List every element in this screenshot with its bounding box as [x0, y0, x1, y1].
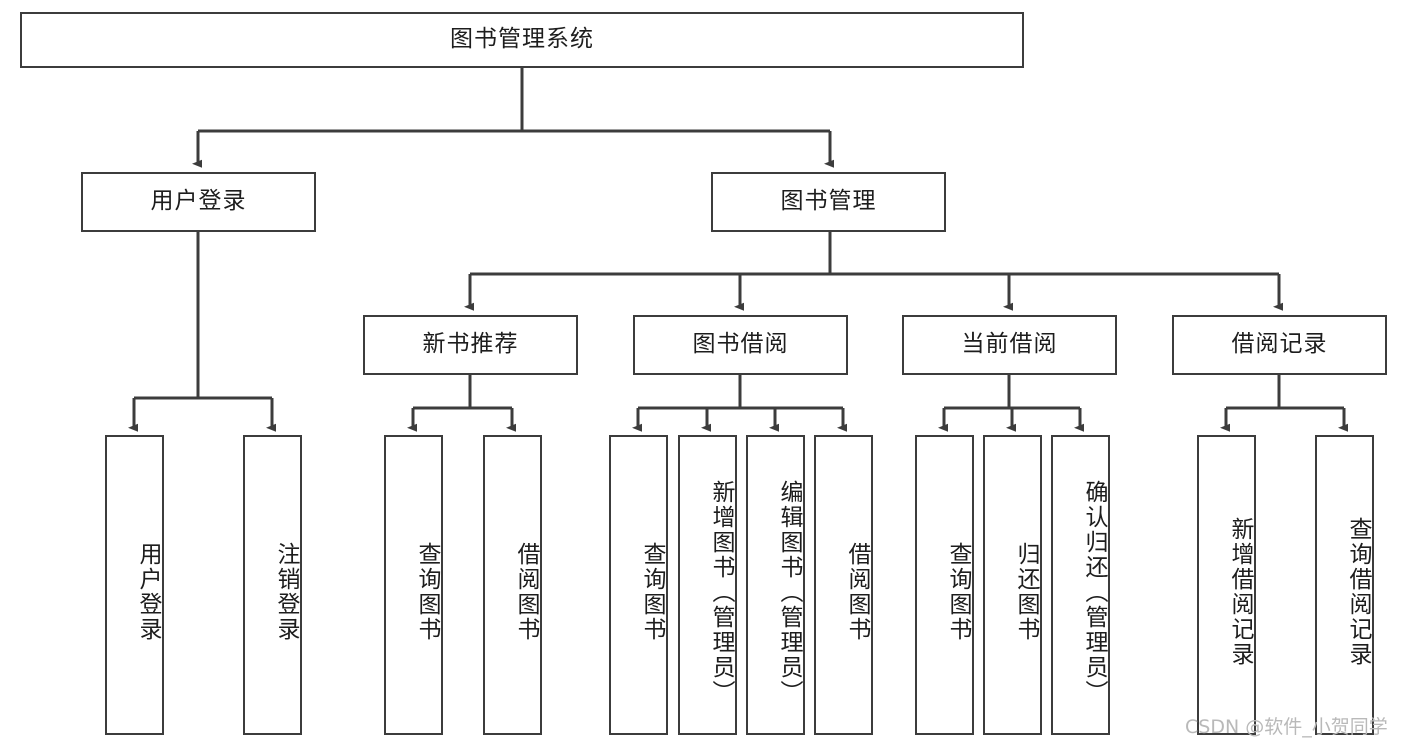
node-book-management[interactable]: 图书管理: [711, 172, 946, 232]
leaf-current-borrow-confirm-return[interactable]: 确认归还（管理员）: [1051, 435, 1110, 735]
node-current-borrow[interactable]: 当前借阅: [902, 315, 1117, 375]
leaf-current-borrow-return[interactable]: 归还图书: [983, 435, 1042, 735]
node-root-label: 图书管理系统: [450, 26, 594, 53]
csdn-watermark: CSDN @软件_小贺同学: [1185, 716, 1388, 738]
node-book-borrow[interactable]: 图书借阅: [633, 315, 848, 375]
leaf-label: 用户登录: [135, 542, 161, 642]
leaf-new-book-query[interactable]: 查询图书: [384, 435, 443, 735]
leaf-book-borrow-add[interactable]: 新增图书（管理员）: [678, 435, 737, 735]
leaf-new-book-borrow[interactable]: 借阅图书: [483, 435, 542, 735]
node-user-login[interactable]: 用户登录: [81, 172, 316, 232]
leaf-label: 借阅图书: [844, 542, 870, 642]
node-borrow-record-label: 借阅记录: [1231, 331, 1328, 358]
leaf-label: 查询图书: [414, 542, 440, 642]
node-user-login-label: 用户登录: [150, 188, 247, 215]
leaf-label: 查询图书: [639, 542, 665, 642]
leaf-user-login-signout[interactable]: 注销登录: [243, 435, 302, 735]
leaf-label: 确认归还（管理员）: [1081, 479, 1107, 705]
leaf-label: 新增图书（管理员）: [708, 479, 734, 705]
leaf-book-borrow-borrow[interactable]: 借阅图书: [814, 435, 873, 735]
leaf-borrow-record-add[interactable]: 新增借阅记录: [1197, 435, 1256, 735]
leaf-label: 查询图书: [945, 542, 971, 642]
leaf-borrow-record-query[interactable]: 查询借阅记录: [1315, 435, 1374, 735]
node-book-borrow-label: 图书借阅: [692, 331, 789, 358]
node-new-book-recommend[interactable]: 新书推荐: [363, 315, 578, 375]
leaf-current-borrow-query[interactable]: 查询图书: [915, 435, 974, 735]
leaf-label: 归还图书: [1013, 542, 1039, 642]
node-root[interactable]: 图书管理系统: [20, 12, 1024, 68]
leaf-label: 注销登录: [273, 542, 299, 642]
node-book-management-label: 图书管理: [780, 188, 877, 215]
leaf-label: 借阅图书: [513, 542, 539, 642]
node-borrow-record[interactable]: 借阅记录: [1172, 315, 1387, 375]
leaf-label: 查询借阅记录: [1345, 517, 1371, 667]
leaf-label: 新增借阅记录: [1227, 517, 1253, 667]
leaf-book-borrow-query[interactable]: 查询图书: [609, 435, 668, 735]
leaf-user-login-signin[interactable]: 用户登录: [105, 435, 164, 735]
node-new-book-recommend-label: 新书推荐: [422, 331, 519, 358]
leaf-book-borrow-edit[interactable]: 编辑图书（管理员）: [746, 435, 805, 735]
node-current-borrow-label: 当前借阅: [961, 331, 1058, 358]
leaf-label: 编辑图书（管理员）: [776, 479, 802, 705]
